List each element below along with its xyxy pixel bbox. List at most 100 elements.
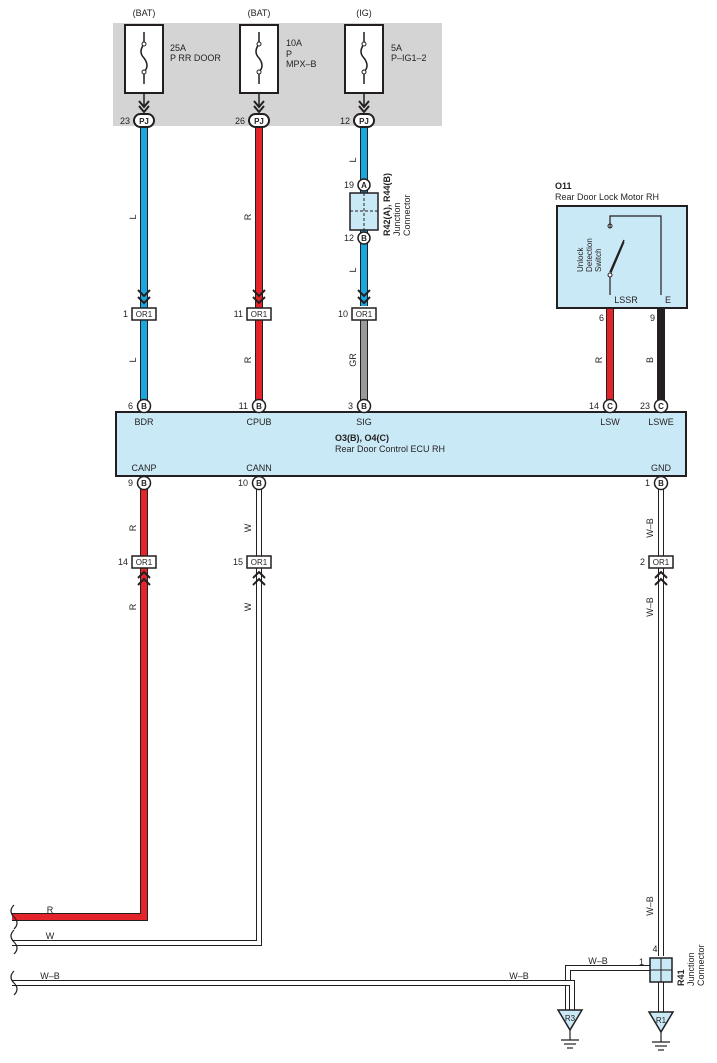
fuse-source-label: (IG)	[356, 8, 372, 18]
ecu-bottom-pin: B	[251, 475, 267, 491]
pin-number: 23	[120, 116, 130, 126]
svg-text:OR1: OR1	[136, 310, 153, 319]
pin-number: 9	[650, 313, 655, 323]
pin-number: 1	[639, 957, 644, 967]
fuse-name: P–IG1–2	[391, 53, 427, 63]
ground-symbol-r1: R1	[647, 1011, 675, 1051]
svg-text:OR1: OR1	[136, 558, 153, 567]
ecu-pin-label: CANN	[246, 463, 272, 473]
svg-text:B: B	[658, 479, 664, 488]
pin-number: 12	[340, 116, 350, 126]
fuse-source-label: (BAT)	[248, 8, 271, 18]
inline-connector-or1: OR1	[246, 289, 272, 321]
fuse-rating: 10A	[286, 38, 302, 48]
motor-pin-label: LSSR	[614, 295, 638, 305]
pin-number: 1	[123, 309, 128, 319]
wire-color-code: R	[128, 524, 138, 531]
pin-number: 1	[645, 478, 650, 488]
fuse-rating: 25A	[170, 43, 186, 53]
pin-number: 10	[238, 478, 248, 488]
wire-color-code: W–B	[645, 896, 655, 916]
wire-exit-label: W–B	[40, 971, 60, 981]
ecu-pin-label: LSW	[600, 417, 620, 427]
ecu-pin-label: GND	[651, 463, 672, 473]
pin-number: 10	[338, 309, 348, 319]
wire-exit-label: R	[47, 905, 54, 915]
junction-connector-r41	[649, 957, 673, 983]
svg-text:OR1: OR1	[653, 558, 670, 567]
svg-text:PJ: PJ	[139, 117, 149, 126]
ground-symbol-r3: R3	[556, 1009, 584, 1049]
pin-number: 9	[128, 478, 133, 488]
svg-text:PJ: PJ	[254, 117, 264, 126]
pin-number: 19	[344, 180, 354, 190]
motor-code: O11	[555, 181, 572, 191]
ecu-name: Rear Door Control ECU RH	[335, 444, 445, 454]
motor-pin-label: E	[665, 295, 671, 305]
wire-color-code: L	[128, 357, 138, 362]
inline-connector-or1: OR1	[351, 289, 377, 321]
wire-wb-r3	[565, 965, 650, 1010]
ecu-pin-label: LSWE	[648, 417, 674, 427]
rear-door-control-ecu	[115, 411, 687, 477]
ecu-top-pin: B	[136, 398, 152, 414]
fuse-rating: 5A	[391, 43, 402, 53]
wire-color-code: R	[594, 356, 604, 363]
pin-number: 15	[233, 557, 243, 567]
wire-exit-label: W	[46, 931, 55, 941]
pin-number: 14	[589, 401, 599, 411]
wire-color-code: GR	[348, 353, 358, 367]
svg-text:PJ: PJ	[359, 117, 369, 126]
wire-color-code: L	[128, 214, 138, 219]
ecu-top-pin: B	[356, 398, 372, 414]
wire-exit-label: W–B	[588, 956, 608, 966]
wire-color-code: W	[243, 602, 253, 611]
inline-connector-or1: OR1	[131, 289, 157, 321]
svg-text:R3: R3	[565, 1014, 576, 1023]
wire-color-code: R	[128, 603, 138, 610]
pin-number: 4	[652, 944, 657, 954]
wire-color-code: R	[243, 356, 253, 363]
wire-exit-label: W–B	[509, 971, 529, 981]
svg-text:B: B	[256, 402, 262, 411]
connector-pj: PJ	[248, 113, 270, 128]
wire-color-code: W–B	[645, 597, 655, 617]
ecu-top-pin: B	[251, 398, 267, 414]
ecu-top-pin: C	[653, 398, 669, 414]
pin-number: 3	[348, 401, 353, 411]
svg-text:R1: R1	[656, 1016, 667, 1025]
svg-text:OR1: OR1	[251, 310, 268, 319]
fuse-p-rr-door	[124, 24, 164, 114]
pin-number: 26	[235, 116, 245, 126]
ecu-bottom-pin: B	[136, 475, 152, 491]
pin-number: 6	[128, 401, 133, 411]
ecu-pin-label: CPUB	[246, 417, 271, 427]
svg-text:OR1: OR1	[251, 558, 268, 567]
junction-r41-title: R41	[676, 969, 686, 986]
connector-pj: PJ	[133, 113, 155, 128]
switch-label: UnlockDetectionSwitch	[576, 238, 603, 272]
svg-text:C: C	[658, 402, 664, 411]
wire-wb-left-exit	[12, 980, 575, 1010]
pin-number: 11	[239, 401, 248, 411]
ecu-code: O3(B), O4(C)	[335, 433, 389, 443]
fuse-p-ig1-2	[344, 24, 384, 114]
ecu-pin-label: SIG	[356, 417, 372, 427]
fuse-source-label: (BAT)	[133, 8, 156, 18]
fuse-p-mpx-b	[239, 24, 279, 114]
pin-number: 11	[234, 309, 243, 319]
junction-r42-subtitle: JunctionConnector	[392, 194, 412, 236]
pin-number: 6	[599, 313, 604, 323]
junction-r41-subtitle: JunctionConnector	[686, 944, 706, 986]
ecu-pin-label: BDR	[134, 417, 154, 427]
svg-text:C: C	[607, 402, 613, 411]
inline-connector-or1: OR1	[131, 555, 157, 586]
wire-break-mark	[10, 904, 18, 996]
junction-r42-title: R42(A), R44(B)	[382, 173, 392, 236]
ecu-pin-label: CANP	[131, 463, 156, 473]
svg-text:B: B	[141, 402, 147, 411]
svg-text:B: B	[361, 234, 367, 243]
rear-door-lock-motor	[556, 205, 688, 309]
